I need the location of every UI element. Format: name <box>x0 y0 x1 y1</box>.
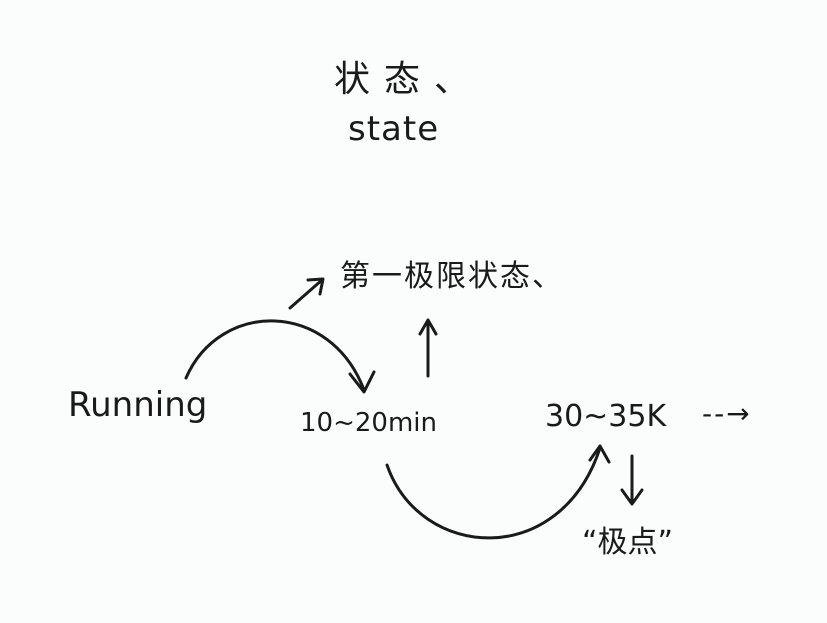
node-time-range: 10~20min <box>300 408 437 438</box>
arc-arrow-running-to-time-icon <box>184 319 376 394</box>
up-arrow-time-to-limit-state-icon <box>418 318 438 378</box>
title-english: state <box>348 109 440 149</box>
node-running: Running <box>68 385 208 425</box>
node-extreme-point: “极点” <box>582 525 674 560</box>
dashed-continue-arrow-icon: --→ <box>702 397 752 430</box>
node-distance-range: 30~35K <box>545 399 667 434</box>
diagonal-arrow-to-limit-state-icon <box>288 277 325 310</box>
arc-arrow-time-to-distance-icon <box>385 444 611 540</box>
down-arrow-distance-to-extreme-icon <box>620 454 644 506</box>
node-first-limit-state: 第一极限状态、 <box>340 259 564 294</box>
title-chinese: 状态、 <box>334 59 485 100</box>
